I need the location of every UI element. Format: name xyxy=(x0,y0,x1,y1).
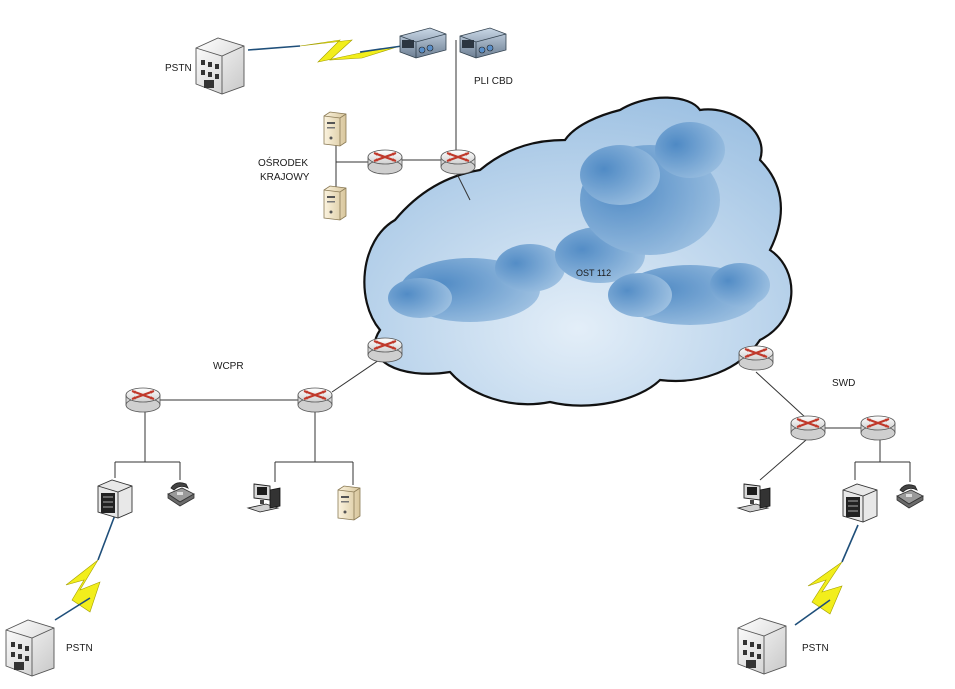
pbx-icon xyxy=(842,483,878,523)
building-icon xyxy=(5,619,55,677)
pstn-bottom-right-label: PSTN xyxy=(802,643,829,654)
pstn-top-label: PSTN xyxy=(165,63,192,74)
server-rack-icon xyxy=(399,27,447,59)
pbx-icon xyxy=(97,479,133,519)
router-icon xyxy=(859,414,897,442)
lightning-links xyxy=(54,39,859,626)
tower-server-icon xyxy=(323,111,347,147)
cloud-label: OST 112 xyxy=(576,268,612,278)
router-icon xyxy=(789,414,827,442)
router-icon xyxy=(366,148,404,176)
router-icon xyxy=(296,386,334,414)
lightning-icon xyxy=(247,39,403,63)
building-icon xyxy=(737,617,787,675)
pli-cbd-label: PLI CBD xyxy=(474,76,513,87)
router-icon xyxy=(124,386,162,414)
lightning-icon xyxy=(794,524,859,626)
telephone-icon xyxy=(896,484,924,509)
server-rack-icon xyxy=(459,27,507,59)
router-icon xyxy=(366,336,404,364)
swd-label: SWD xyxy=(832,378,856,389)
router-icon xyxy=(439,148,477,176)
ost-cloud xyxy=(363,96,793,407)
osrodek-label-line2: KRAJOWY xyxy=(260,172,310,183)
workstation-icon xyxy=(737,483,771,513)
lightning-icon xyxy=(54,514,116,621)
telephone-icon xyxy=(167,482,195,507)
pstn-bottom-left-label: PSTN xyxy=(66,643,93,654)
wcpr-label: WCPR xyxy=(213,361,244,372)
workstation-icon xyxy=(247,483,281,513)
tower-server-icon xyxy=(323,185,347,221)
tower-server-icon xyxy=(337,485,361,521)
building-icon xyxy=(195,37,245,95)
router-icon xyxy=(737,344,775,372)
osrodek-label-line1: OŚRODEK xyxy=(258,158,309,169)
